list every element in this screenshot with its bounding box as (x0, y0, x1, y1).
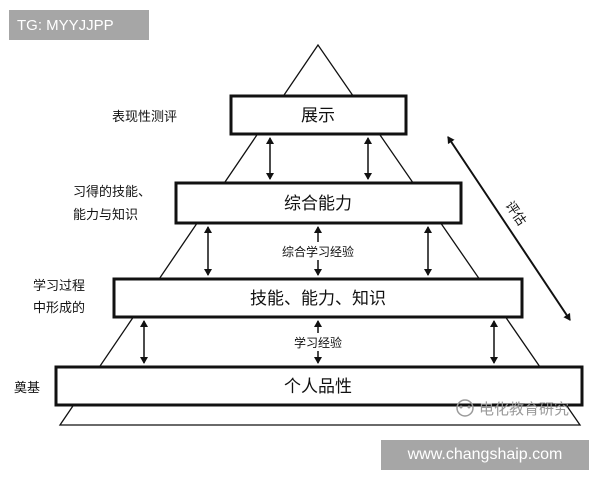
box-personal-label: 个人品性 (284, 377, 352, 397)
watermark-icon (456, 399, 474, 417)
tag-badge: TG: MYYJJPP (9, 10, 149, 40)
box-personal (54, 365, 584, 407)
url-badge: www.changshaip.com (381, 440, 589, 470)
box-comprehensive-label: 综合能力 (284, 194, 352, 214)
learning-label: 学习经验 (294, 335, 342, 350)
box-display (229, 94, 408, 136)
acquired-label-line2: 能力与知识 (73, 207, 138, 223)
foundation-label: 奠基 (14, 380, 40, 396)
perf-eval-label: 表现性测评 (112, 110, 177, 125)
acquired-label-line1: 习得的技能、 (73, 184, 151, 200)
comp-learning-label: 综合学习经验 (282, 244, 354, 259)
box-skills-label: 技能、能力、知识 (250, 289, 386, 309)
box-display-label: 展示 (301, 106, 335, 126)
formed-label-line2: 中形成的 (33, 300, 85, 316)
watermark-text: 电化教育研究 (479, 400, 569, 418)
formed-label-line1: 学习过程 (33, 278, 85, 294)
evaluation-arrow (447, 136, 571, 321)
